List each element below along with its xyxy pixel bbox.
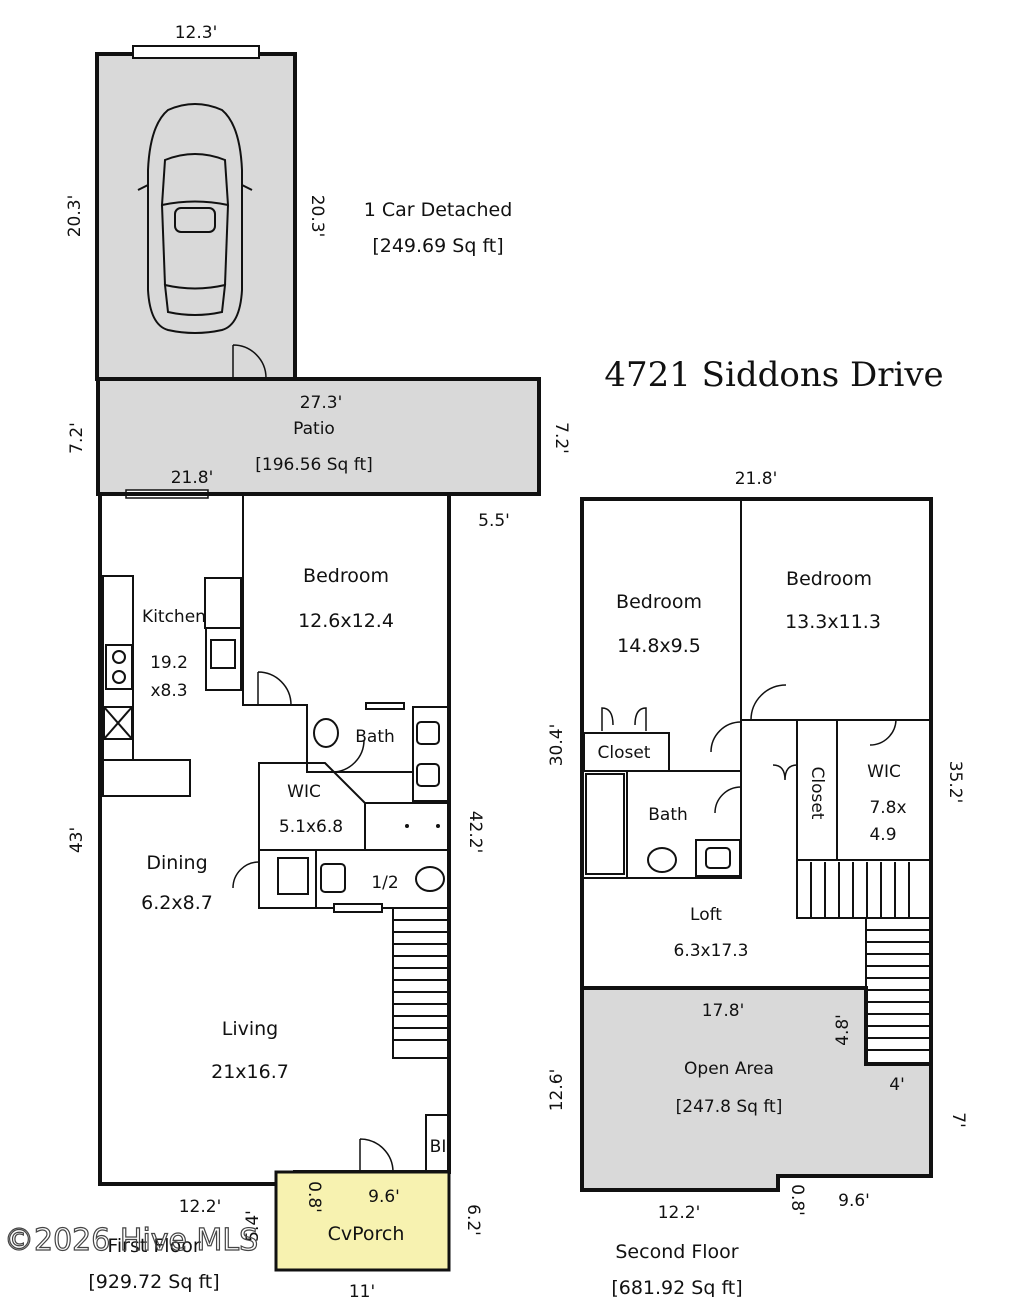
sf-dim-stair: 4.8': [833, 1014, 853, 1046]
car-icon: [137, 103, 253, 334]
sink-icon: [105, 644, 133, 690]
sink-icon: [695, 839, 741, 877]
closet-right-label: Closet: [807, 767, 827, 820]
patio-dim-bottom: 21.8': [171, 468, 214, 488]
sf-wic-label: WIC: [867, 762, 901, 782]
ff-dim-right: 42.2': [465, 811, 485, 854]
porch-dim-bottom: 11': [349, 1282, 375, 1297]
covered-porch: [274, 1170, 451, 1272]
first-floor-area: [929.72 Sq ft]: [88, 1271, 219, 1293]
bedroom-left-size: 14.8x9.5: [617, 635, 701, 657]
bifold-door-icon: [601, 707, 647, 731]
kitchen-label: Kitchen: [142, 607, 206, 627]
first-floor: [98, 492, 451, 1272]
patio-dim-left: 7.2': [67, 422, 87, 454]
wic-size: 5.1x6.8: [279, 817, 343, 837]
door-swing-icon: [232, 861, 260, 889]
sf-dim-stair-width: 4': [889, 1075, 905, 1095]
bedroom-right-label: Bedroom: [786, 568, 872, 590]
second-floor-area: [681.92 Sq ft]: [611, 1277, 742, 1297]
living-size: 21x16.7: [211, 1061, 289, 1083]
sf-dim-left: 30.4': [547, 724, 567, 767]
stairs-second-floor: [796, 859, 932, 1065]
kitchen-size-2: x8.3: [150, 681, 187, 701]
second-floor: [580, 497, 933, 1192]
garage-dim-right: 20.3': [307, 195, 327, 238]
sf-dim-open-left: 12.6': [547, 1069, 567, 1112]
open-area: [580, 986, 933, 1192]
closet-left-label: Closet: [598, 743, 651, 763]
open-area-label: Open Area: [684, 1059, 774, 1079]
watermark: ©2026 Hive MLS: [4, 1223, 258, 1258]
bedroom-size: 12.6x12.4: [298, 610, 394, 632]
shower-icon: [585, 773, 625, 875]
second-floor-label: Second Floor: [615, 1241, 738, 1263]
sf-dim-top: 21.8': [735, 469, 778, 489]
patio-dim-right: 7.2': [551, 422, 571, 454]
door-swing-icon: [714, 786, 742, 814]
patio-dim-top: 27.3': [300, 393, 343, 413]
ff-dim-left: 43': [67, 827, 87, 853]
ff-dim-bottom: 12.2': [179, 1197, 222, 1217]
stairs-first-floor: [392, 907, 450, 1059]
patio-area: [196.56 Sq ft]: [255, 455, 373, 475]
porch-dim-right: 6.2': [463, 1204, 483, 1236]
door-swing-icon: [710, 721, 742, 753]
living-label: Living: [222, 1018, 279, 1040]
loft-label: Loft: [690, 905, 722, 925]
bath-label: Bath: [355, 727, 395, 747]
bifold-door-icon: [772, 764, 798, 781]
porch-dim-top: 9.6': [368, 1187, 400, 1207]
wic-label: WIC: [287, 782, 321, 802]
laundry-icon: [277, 857, 309, 895]
door-swing-icon: [359, 1138, 394, 1173]
bedroom-left-label: Bedroom: [616, 591, 702, 613]
garage-dim-top: 12.3': [175, 23, 218, 43]
sf-bath-label: Bath: [648, 805, 688, 825]
sf-wic-size-2: 4.9: [869, 825, 896, 845]
door-swing-icon: [331, 739, 365, 773]
door-swing-icon: [750, 684, 787, 721]
sf-dim-right: 35.2': [945, 761, 965, 804]
toilet-icon: [313, 718, 339, 748]
porch-dim-side: 5.4': [243, 1210, 263, 1242]
loft-size: 6.3x17.3: [674, 941, 749, 961]
sf-dim-bottom-right: 9.6': [838, 1191, 870, 1211]
door-swing-icon: [869, 719, 897, 746]
half-bath-sink-icon: [320, 863, 346, 893]
garage-label: 1 Car Detached: [364, 199, 513, 221]
toilet-icon: [647, 847, 677, 873]
sf-dim-bottom-mid: 0.8': [787, 1184, 807, 1216]
dining-label: Dining: [146, 852, 207, 874]
garage-window: [132, 45, 260, 59]
garage-dim-left: 20.3': [65, 195, 85, 238]
kitchen-size-1: 19.2: [150, 653, 188, 673]
open-area-area: [247.8 Sq ft]: [676, 1097, 783, 1117]
first-floor-label: First Floor: [107, 1235, 200, 1257]
garage: [95, 45, 297, 381]
bath-window: [365, 702, 405, 710]
dining-size: 6.2x8.7: [141, 892, 213, 914]
door-swing-icon: [232, 344, 267, 379]
half-bath-label: 1/2: [371, 873, 398, 893]
door-swing-icon: [257, 671, 292, 706]
sf-dim-right-low: 7': [948, 1112, 968, 1128]
patio: [96, 377, 541, 496]
half-bath-window: [333, 903, 383, 913]
patio-label: Patio: [293, 419, 335, 439]
half-bath-toilet-icon: [415, 866, 445, 892]
ff-dim-right-top: 5.5': [478, 511, 510, 531]
bedroom-right-size: 13.3x11.3: [785, 611, 881, 633]
fridge-icon: [204, 577, 242, 629]
open-area-dim-top: 17.8': [702, 1001, 745, 1021]
porch-label: CvPorch: [328, 1223, 405, 1245]
page-title: 4721 Siddons Drive: [604, 355, 943, 395]
sf-wic-size-1: 7.8x: [869, 798, 906, 818]
sf-dim-bottom-left: 12.2': [658, 1203, 701, 1223]
bedroom-label: Bedroom: [303, 565, 389, 587]
garage-area: [249.69 Sq ft]: [372, 235, 503, 257]
bi-label: BI: [430, 1137, 447, 1157]
porch-dim-left: 0.8': [304, 1181, 324, 1213]
